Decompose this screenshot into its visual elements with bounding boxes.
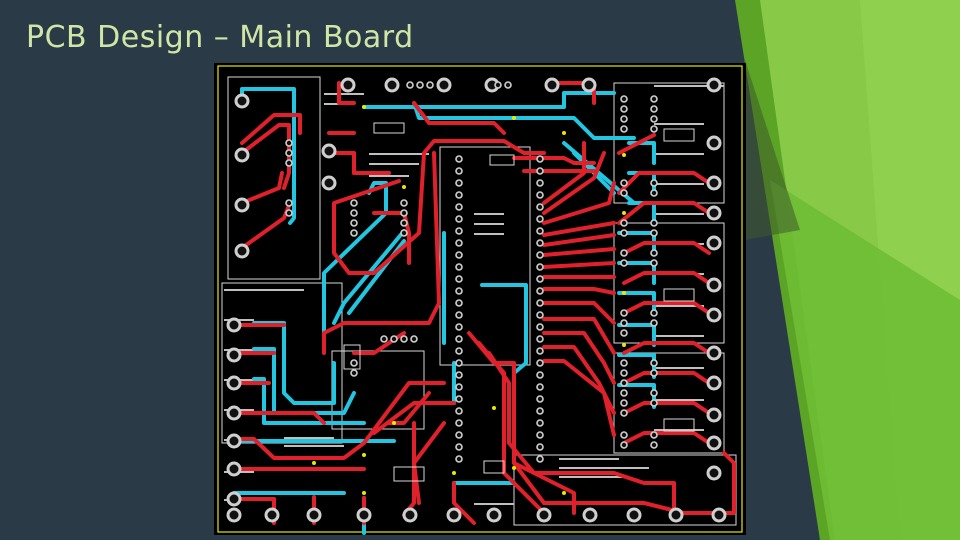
connector-pads: [226, 77, 727, 523]
green-shape-shadow: [745, 60, 800, 240]
vias: [312, 105, 626, 495]
pcb-drawing: [217, 65, 743, 535]
board-outline: [217, 65, 743, 533]
slide-title: PCB Design – Main Board: [26, 20, 414, 55]
top-copper-traces: [232, 81, 736, 525]
smd-components: [343, 122, 695, 482]
bottom-copper-traces: [232, 87, 656, 535]
silkscreen-text-dots: [224, 85, 724, 505]
green-shape-lower: [770, 180, 960, 540]
pcb-layout-image: [214, 63, 746, 535]
ic-pin-pads: [285, 81, 658, 463]
